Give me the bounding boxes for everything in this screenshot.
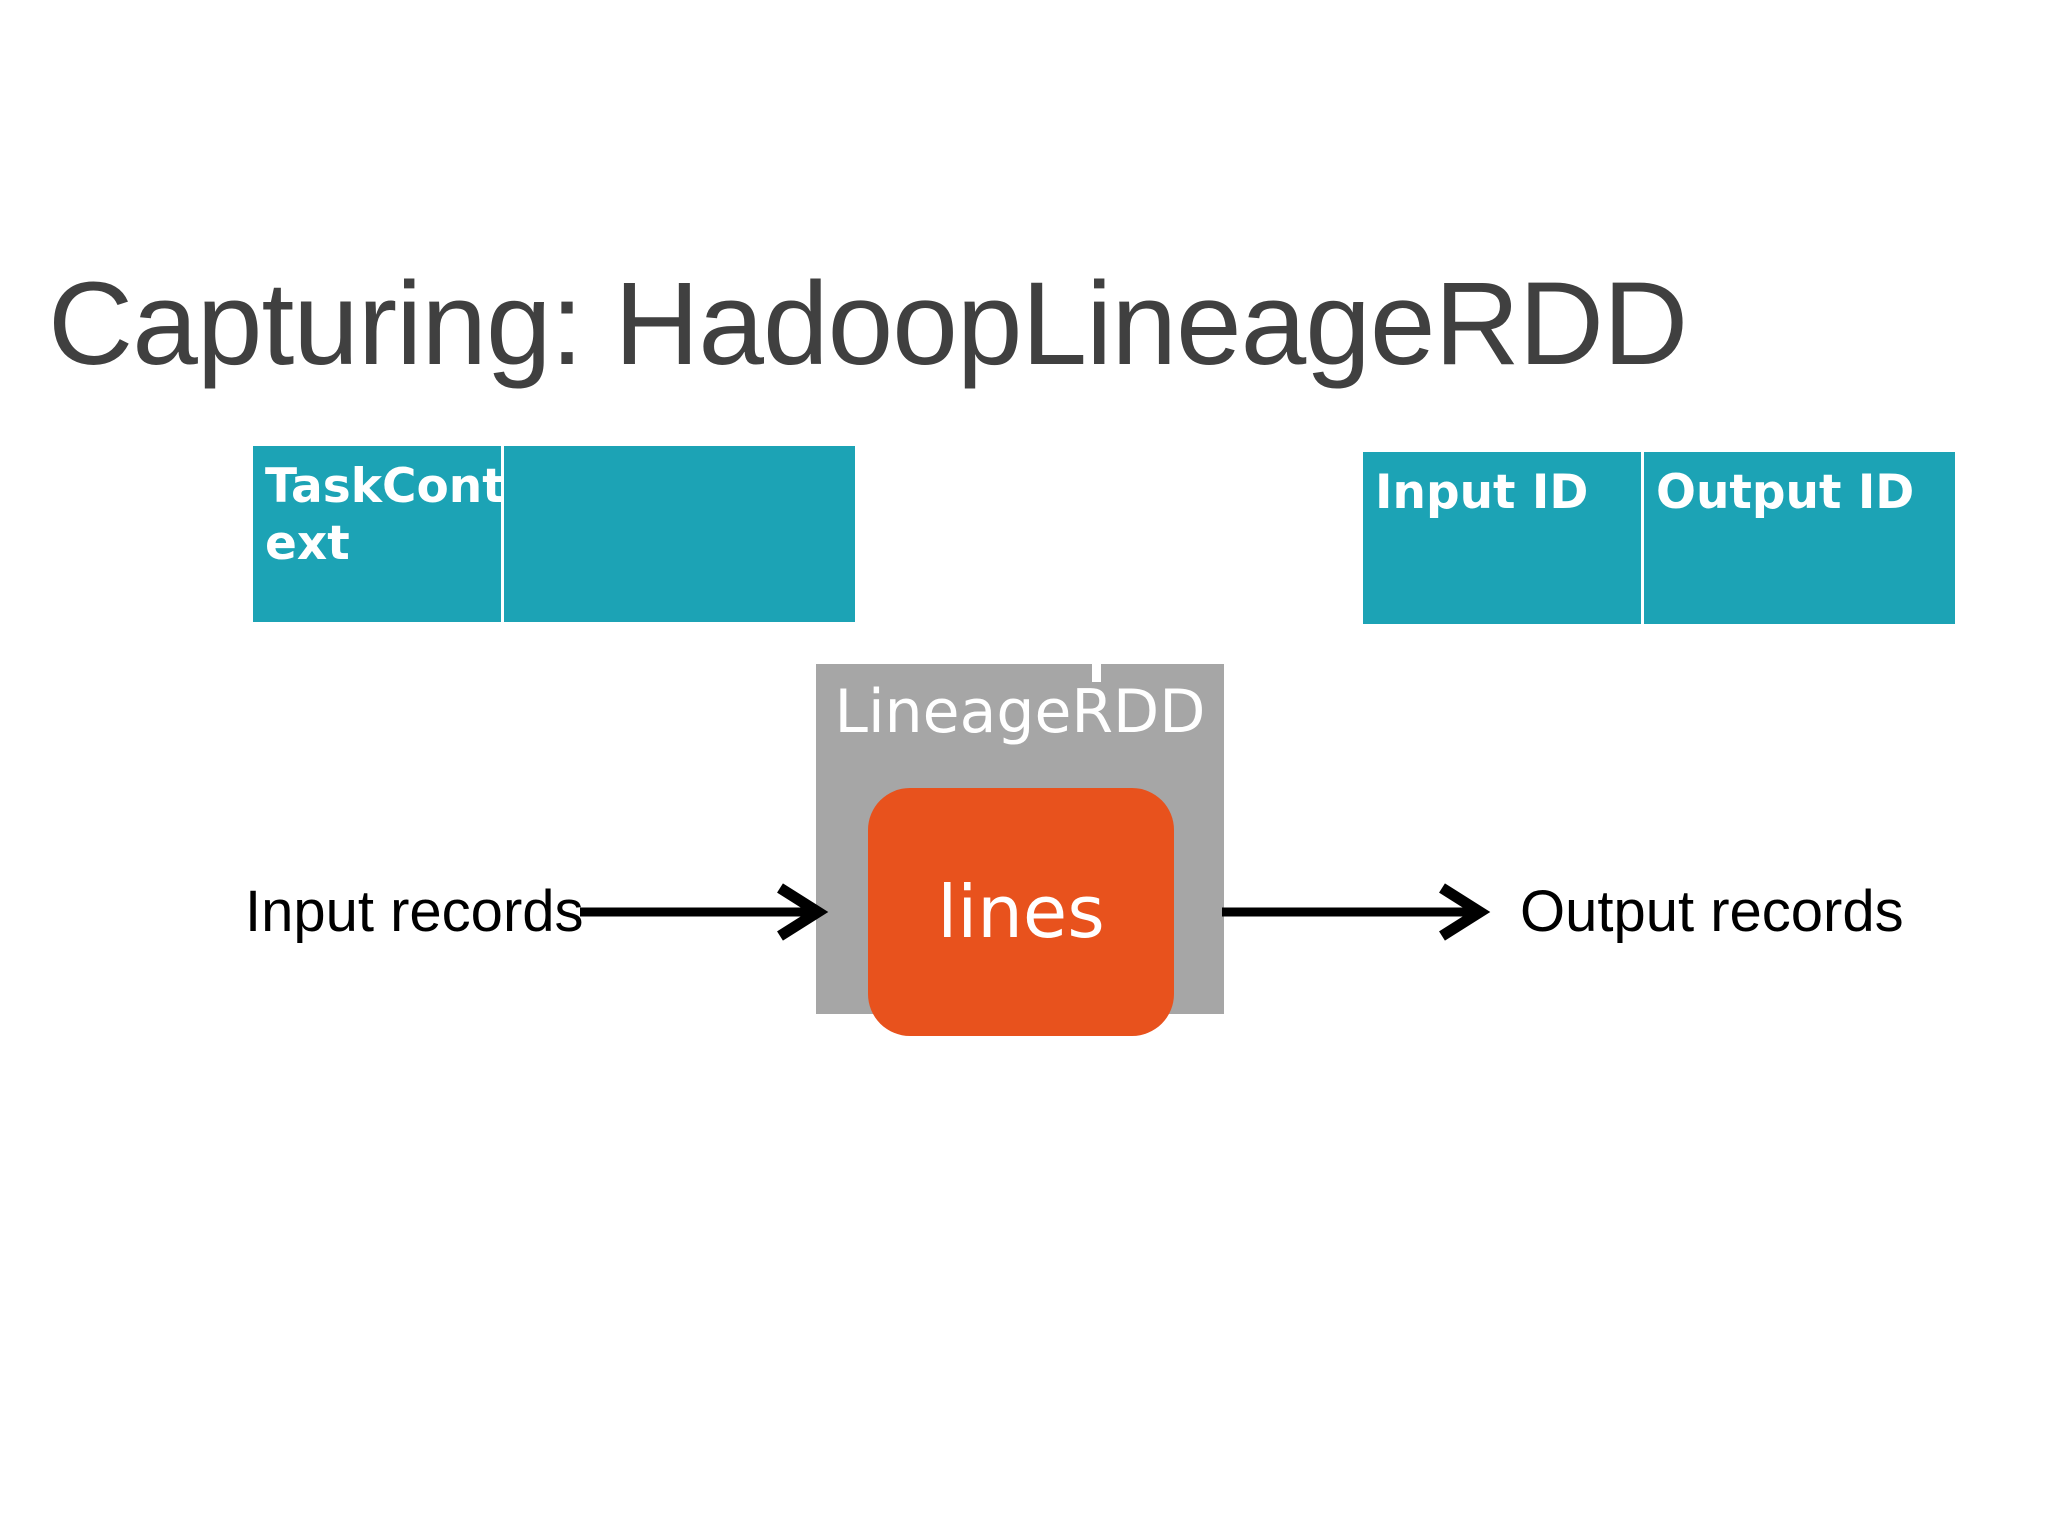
lines-box: lines	[868, 788, 1174, 1036]
lineage-top-notch	[1092, 660, 1101, 682]
output-records-label: Output records	[1520, 879, 1904, 944]
taskcontext-cell-empty	[501, 446, 855, 622]
taskcontext-cell-label: TaskCont ext	[265, 459, 501, 571]
lines-label: lines	[937, 870, 1105, 954]
output-id-cell: Output ID	[1641, 452, 1955, 624]
page-title: Capturing: HadoopLineageRDD	[48, 258, 1688, 390]
output-arrow-right-icon	[1222, 883, 1491, 941]
taskcontext-table: TaskCont ext	[253, 446, 855, 622]
input-records-label: Input records	[245, 879, 584, 944]
input-id-cell: Input ID	[1375, 465, 1589, 520]
input-arrow-right-icon	[580, 883, 829, 941]
lineage-rdd-label: LineageRDD	[834, 677, 1206, 747]
io-id-table: Input ID Output ID	[1363, 452, 1955, 624]
